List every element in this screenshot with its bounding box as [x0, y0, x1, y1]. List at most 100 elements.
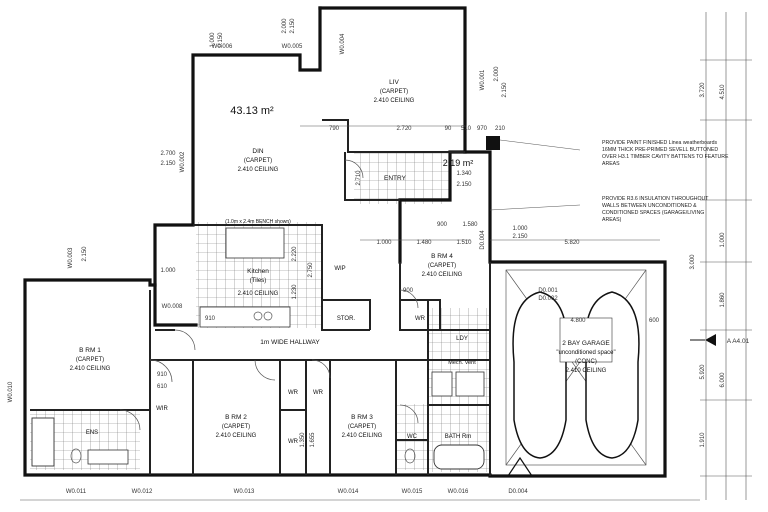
room-name: 2 BAY GARAGE — [562, 340, 610, 347]
note-line: OVER H3.1 TIMBER CAVITY BATTENS TO FEATU… — [602, 154, 729, 160]
note-line: PROVIDE PAINT FINISHED Linea weatherboar… — [602, 140, 718, 146]
room-name: B RM 4 — [431, 253, 453, 260]
hallway-label: 1m WIDE HALLWAY — [260, 339, 320, 346]
room-floor: (CARPET) — [380, 89, 408, 95]
room-liv: LIV (CARPET) 2.410 CEILING — [374, 79, 415, 104]
section-marker: A A4.01 — [690, 334, 750, 346]
car-icon — [512, 291, 568, 459]
dimension-label: 970 — [477, 126, 488, 132]
room-floor: (CARPET) — [244, 158, 272, 164]
room-din: DIN (CARPET) 2.410 CEILING — [238, 148, 279, 173]
dimension-label: 2.150 — [512, 234, 528, 240]
dimension-label: 90 — [445, 126, 452, 132]
dimension-label: 2.220 — [292, 246, 298, 262]
room-stor: STOR. — [337, 316, 356, 322]
room-wip: WIP — [334, 266, 345, 272]
room-wir: WIR — [156, 406, 168, 412]
room-wc: WC — [407, 434, 418, 440]
car-icon — [584, 291, 640, 459]
room-ceiling: 2.410 CEILING — [374, 98, 415, 104]
dimension-label: 1.510 — [456, 240, 472, 246]
door-tag: D0.002 — [538, 296, 558, 302]
window-tag: W0.012 — [132, 489, 153, 495]
area-entry: 2.19 m² — [443, 158, 474, 168]
dimension-label: 5.820 — [564, 240, 580, 246]
room-floor: (CARPET) — [76, 357, 104, 363]
room-ceiling: 2.410 CEILING — [70, 366, 111, 372]
room-brm4: B RM 4 (CARPET) 2.410 CEILING — [422, 253, 463, 278]
dimension-label: 2.000 — [494, 66, 500, 82]
dimension-label: 610 — [157, 384, 168, 390]
sink-icon — [263, 311, 273, 321]
dimension-label: 1.000 — [376, 240, 392, 246]
room-floor: (CARPET) — [222, 424, 250, 430]
dimension-label: 600 — [649, 318, 660, 324]
room-name: B RM 3 — [351, 414, 373, 421]
door-swings — [119, 159, 419, 431]
room-ceiling: 2.410 CEILING — [422, 272, 463, 278]
room-ldy: LDY — [456, 336, 468, 342]
room-ceiling: 2.410 CEILING — [216, 433, 257, 439]
dimension-label: 1.000 — [720, 232, 726, 248]
window-tag: W0.016 — [448, 489, 469, 495]
note-line: WALLS BETWEEN UNCONDITIONED & — [602, 203, 697, 209]
dimension-label: 900 — [403, 288, 414, 294]
door-swing — [399, 404, 419, 424]
room-floor: (CARPET) — [428, 263, 456, 269]
door-swing — [119, 409, 141, 431]
room-floor: (CONC) — [575, 359, 597, 365]
room-ceiling: 2.410 CEILING — [566, 368, 607, 374]
door-swing — [174, 329, 196, 351]
wc-tiles — [396, 404, 428, 470]
mech-vent-label: Mech. Vent — [448, 360, 476, 366]
window-tag: W0.004 — [340, 33, 346, 54]
dimension-label: 2.150 — [290, 18, 296, 34]
room-bath: BATH Rm — [445, 434, 472, 440]
window-tag: W0.002 — [180, 151, 186, 172]
dimension-label: 4.510 — [720, 84, 726, 100]
room-kitchen: Kitchen (Tiles) 2.410 CEILING — [238, 268, 279, 297]
dimension-label: 900 — [437, 222, 448, 228]
window-tag: W0.008 — [162, 304, 183, 310]
room-brm1: B RM 1 (CARPET) 2.410 CEILING — [70, 347, 111, 372]
toilet-icon — [404, 448, 416, 464]
window-tags: W0.006 W0.005 W0.004 W0.001 D0.004 W0.00… — [8, 33, 558, 495]
room-wr: WR — [288, 390, 299, 396]
note-line: AREAS) — [602, 217, 622, 223]
dimension-label: 1.000 — [210, 32, 216, 48]
door-swing — [344, 159, 364, 179]
room-note: "unconditioned space" — [556, 350, 615, 356]
room-name: B RM 2 — [225, 414, 247, 421]
door-swing — [149, 359, 173, 383]
door-swing — [311, 359, 331, 379]
dimension-label: 2.750 — [308, 262, 314, 278]
dimension-label: 1.000 — [160, 268, 176, 274]
room-name: LIV — [389, 79, 399, 86]
dimension-label: 2.720 — [396, 126, 412, 132]
room-ceiling: 2.410 CEILING — [342, 433, 383, 439]
room-wr: WR — [313, 390, 324, 396]
dimension-label: 1.340 — [456, 171, 472, 177]
dimension-label: 790 — [329, 126, 340, 132]
room-name: B RM 1 — [79, 347, 101, 354]
dimension-label: 1.000 — [512, 226, 528, 232]
window-tag: W0.013 — [234, 489, 255, 495]
section-marker-label: A A4.01 — [727, 338, 750, 345]
dimension-label: 1.580 — [462, 222, 478, 228]
garage-label-box — [559, 317, 613, 363]
bench-note: (1.0m x 2.4m BENCH shown) — [225, 219, 291, 225]
room-entry: ENTRY — [384, 175, 407, 182]
room-wr: WR — [415, 316, 426, 322]
dimension-label: 1.655 — [310, 432, 316, 448]
garage-parking — [505, 269, 647, 477]
meter-box-icon — [486, 136, 500, 150]
dimension-label: 3.000 — [690, 254, 696, 270]
room-name: Kitchen — [247, 268, 269, 275]
dimension-label: 910 — [205, 316, 216, 322]
dimension-label: 2.150 — [82, 246, 88, 262]
window-tag: W0.001 — [480, 69, 486, 90]
internal-walls — [30, 119, 491, 476]
window-tag: W0.010 — [8, 381, 14, 402]
window-tag: W0.006 — [212, 44, 233, 50]
